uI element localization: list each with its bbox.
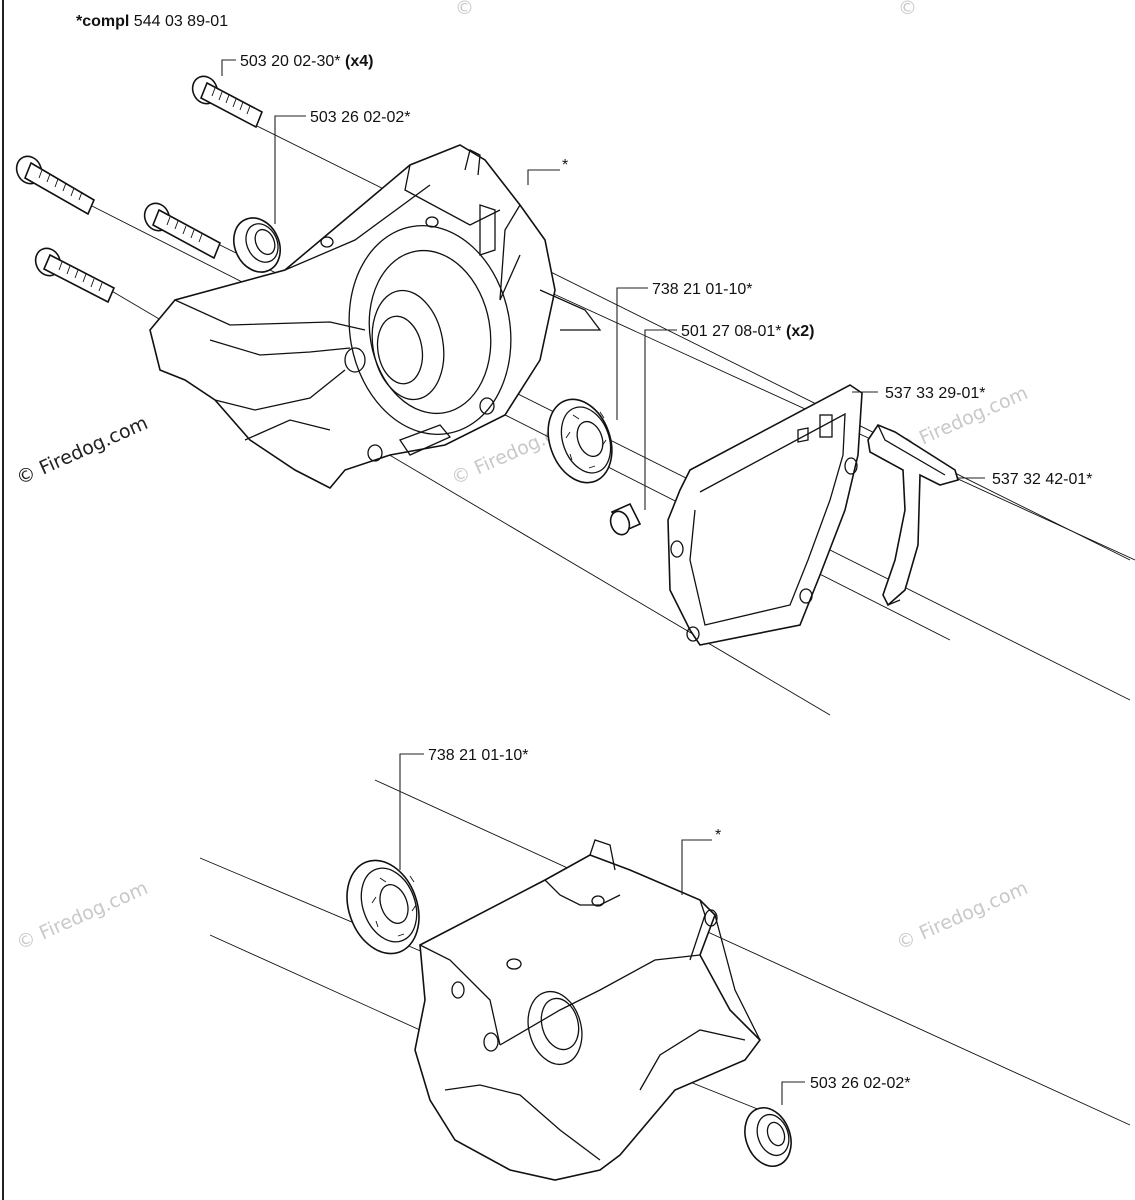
seal-top	[233, 217, 281, 273]
screw-left-middle	[143, 202, 222, 260]
top-leader-lines	[221, 59, 985, 510]
label-guide: 537 32 42-01*	[992, 471, 1093, 488]
label-crankcase-top: *	[562, 157, 568, 174]
screw-left-lower	[34, 247, 116, 304]
bottom-leader-lines	[399, 753, 805, 1105]
label-seal-bottom: 503 26 02-02*	[810, 1075, 911, 1092]
label-bearing-bottom: 738 21 01-10*	[428, 747, 529, 764]
seal-bottom	[744, 1107, 792, 1167]
crankcase-bottom	[414, 839, 762, 1181]
label-gasket: 537 33 29-01*	[885, 385, 986, 402]
watermarks: © Firedog.com © Firedog.com © Firedog.co…	[13, 0, 1031, 955]
page-frame-line	[2, 0, 4, 1200]
watermark-left-bottom: © Firedog.com	[13, 877, 151, 955]
bearing-bottom	[346, 859, 420, 955]
sleeve-left	[609, 502, 642, 536]
label-sleeve: 501 27 08-01* (x2)	[681, 323, 814, 340]
label-bearing-top: 738 21 01-10*	[652, 281, 753, 298]
watermark-right-bottom: © Firedog.com	[893, 877, 1031, 955]
watermark-top-clip-2: ©	[898, 0, 917, 19]
label-seal-top: 503 26 02-02*	[310, 109, 411, 126]
crankcase-top	[149, 144, 602, 490]
gasket	[667, 384, 863, 646]
label-crankcase-bottom: *	[715, 827, 721, 844]
watermark-top-clip-1: ©	[455, 0, 474, 19]
label-screw: 503 20 02-30* (x4)	[240, 53, 373, 70]
guide-part	[867, 424, 960, 607]
compl-label: *compl 544 03 89-01	[76, 13, 228, 30]
screw-left-upper	[15, 155, 96, 216]
watermark-left: © Firedog.com	[13, 412, 151, 490]
screw-top	[191, 75, 264, 129]
bearing-top	[547, 398, 613, 484]
